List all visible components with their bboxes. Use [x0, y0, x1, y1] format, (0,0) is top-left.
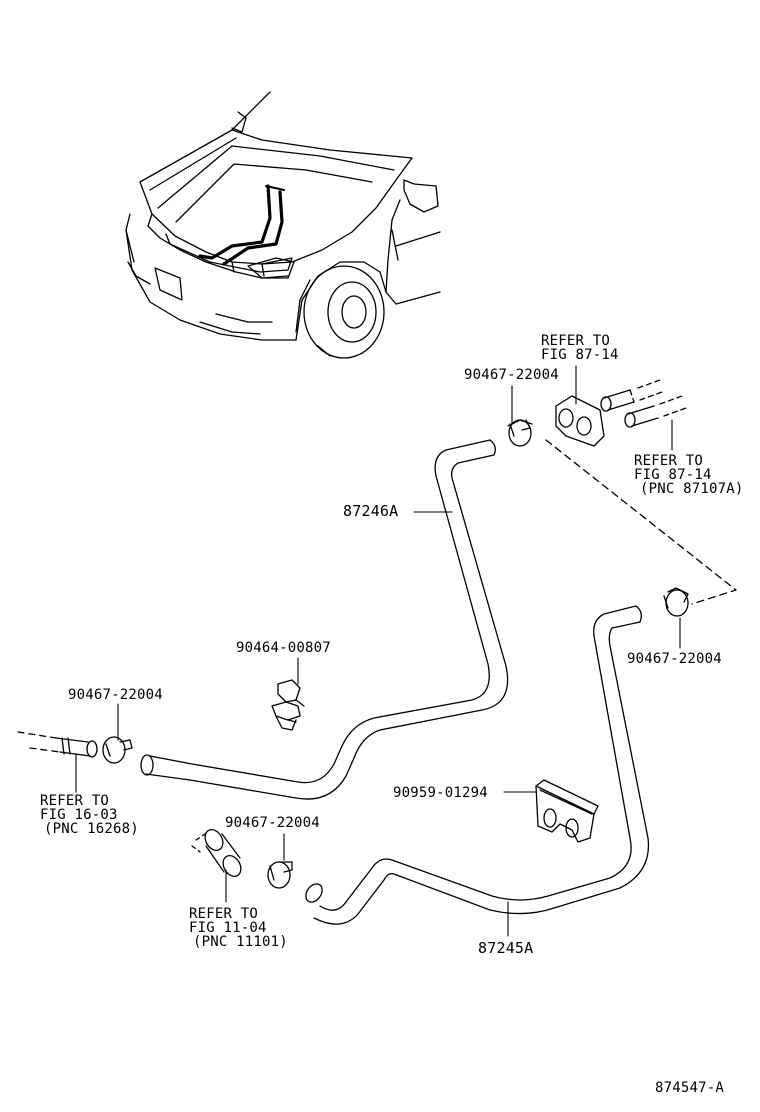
part-label-clip: 90464-00807 — [236, 640, 331, 656]
ref-top-line-2: FIG 87-14 — [541, 347, 619, 363]
part-label-clamp-top: 90467-22004 — [464, 367, 559, 383]
ref-right-line-3: (PNC 87107A) — [640, 481, 744, 497]
part-label-hose-lower: 87245A — [478, 939, 534, 957]
ref-left-line-2: FIG 16-03 — [40, 807, 118, 823]
ref-bottom-line-1: REFER TO — [189, 906, 259, 922]
ref-left-line-3: (PNC 16268) — [44, 821, 139, 837]
hose-87245a — [305, 605, 650, 925]
ref-top-line-1: REFER TO — [541, 333, 611, 349]
ref-bottom-line-2: FIG 11-04 — [189, 920, 267, 936]
part-label-hose-upper: 87246A — [343, 502, 399, 520]
holder-shape — [535, 779, 599, 843]
ref-bottom-line-3: (PNC 11101) — [193, 934, 288, 950]
vehicle-illustration — [125, 91, 441, 359]
pipe-left-shape — [17, 731, 98, 758]
pipe-bottom-shape — [191, 829, 242, 877]
clip-shape — [271, 679, 305, 731]
ref-right-line-2: FIG 87-14 — [634, 467, 712, 483]
part-label-clamp-left: 90467-22004 — [68, 687, 163, 703]
part-label-clamp-right: 90467-22004 — [627, 651, 722, 667]
grommet-shape — [555, 379, 687, 447]
part-label-clamp-bottom: 90467-22004 — [225, 815, 320, 831]
leader-lines — [75, 365, 681, 937]
part-label-holder: 90959-01294 — [393, 785, 488, 801]
clamp-bottom-shape — [267, 861, 293, 889]
clamp-top-shape — [507, 419, 533, 447]
ref-left-line-1: REFER TO — [40, 793, 110, 809]
hose-87246a — [140, 439, 509, 800]
ref-right-line-1: REFER TO — [634, 453, 704, 469]
clamp-left-shape — [102, 736, 133, 764]
diagram-id: 874547-A — [655, 1080, 725, 1096]
clamp-right-shape — [663, 587, 689, 617]
dashed-connection — [545, 439, 737, 605]
